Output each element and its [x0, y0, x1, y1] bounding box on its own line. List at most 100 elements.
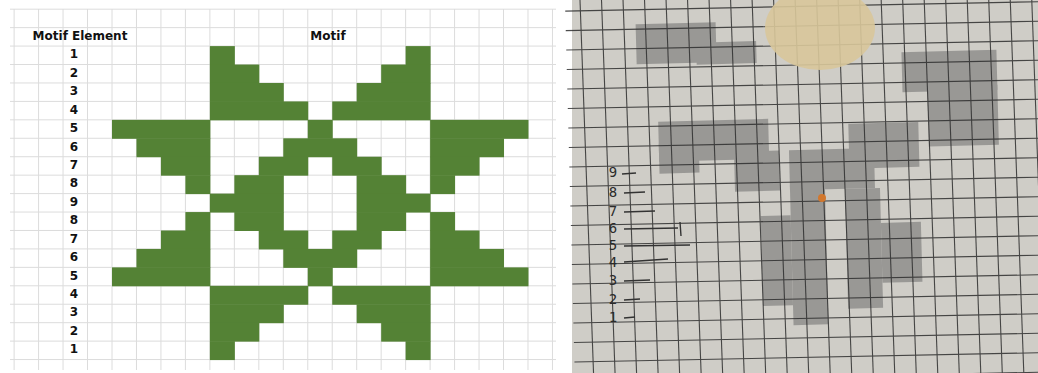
- motif-cell: [210, 83, 284, 102]
- row-number: 7: [70, 159, 78, 172]
- row-number: 8: [70, 178, 78, 191]
- grid-line: [687, 0, 701, 373]
- row-number: 2: [70, 325, 78, 338]
- motif-cell: [161, 157, 210, 176]
- motif-cell: [406, 46, 431, 65]
- grid-line: [572, 252, 1038, 267]
- grid-line: [988, 0, 1002, 373]
- row-number: 4: [70, 104, 78, 117]
- handwritten-number: 2: [609, 292, 617, 307]
- paper-grid: [565, 0, 1038, 373]
- motif-cell: [430, 249, 504, 268]
- grid-line: [479, 9, 480, 370]
- column-header: Motif Element: [33, 30, 128, 43]
- grid-line: [136, 9, 137, 370]
- motif-cell: [234, 212, 283, 231]
- photo: [565, 0, 1038, 373]
- handwritten-number: 3: [609, 273, 617, 288]
- grid-line: [644, 0, 658, 373]
- grid-line: [569, 135, 1038, 150]
- grid-line: [569, 155, 1038, 170]
- row-number: 4: [70, 288, 78, 301]
- row-number: 9: [70, 196, 78, 209]
- row-number: 6: [70, 141, 78, 154]
- motif-cell: [357, 194, 431, 213]
- motif-cell: [210, 286, 308, 305]
- motif-cell: [430, 138, 504, 157]
- grid-line: [967, 0, 981, 373]
- grid-line: [572, 272, 1038, 287]
- grid-line: [307, 9, 308, 370]
- motif-cell: [430, 120, 528, 139]
- motif-cell: [112, 120, 210, 139]
- motif-cell: [185, 212, 210, 231]
- motif-cell: [332, 231, 381, 250]
- motif-cell: [161, 231, 210, 250]
- row-number: 3: [70, 86, 78, 99]
- motif-cell: [430, 231, 479, 250]
- grid-line: [924, 0, 938, 373]
- grid-line: [571, 213, 1038, 228]
- row-number: 6: [70, 252, 78, 265]
- motif-cell: [210, 194, 284, 213]
- grid-line: [332, 9, 333, 370]
- grid-line: [574, 330, 1038, 345]
- motif-cell: [210, 46, 235, 65]
- grid-line: [709, 0, 723, 373]
- grid-line: [573, 311, 1038, 326]
- motif-cell: [112, 267, 210, 286]
- grid-line: [945, 0, 959, 373]
- motif-cell: [259, 157, 308, 176]
- motif-cell: [381, 323, 430, 342]
- handwritten-number: 7: [609, 204, 617, 219]
- row-number: 1: [70, 49, 78, 62]
- row-number: 7: [70, 233, 78, 246]
- grid-line: [567, 77, 1038, 92]
- tape: [765, 0, 875, 70]
- row-number: 8: [70, 215, 78, 228]
- grid-line: [571, 233, 1038, 248]
- motif-cell: [185, 175, 210, 194]
- motif-cell: [430, 212, 455, 231]
- handwritten-number: 5: [609, 238, 617, 253]
- handwritten-number: 4: [609, 255, 617, 270]
- column-header: Motif: [310, 30, 345, 43]
- grid-line: [160, 9, 161, 370]
- motif-cell: [234, 175, 283, 194]
- row-number: 2: [70, 67, 78, 80]
- handwritten-number: 8: [609, 185, 617, 200]
- motif-cell: [381, 65, 430, 84]
- motif-cell: [430, 267, 528, 286]
- grid-line: [503, 9, 504, 370]
- grid-line: [38, 9, 39, 370]
- handwritten-number: 1: [609, 310, 617, 325]
- grid-line: [902, 0, 916, 373]
- motif-cell: [357, 83, 431, 102]
- grid-line: [1010, 0, 1024, 373]
- motif-cell: [406, 341, 431, 360]
- grid-line: [730, 0, 744, 373]
- motif-cell: [210, 323, 259, 342]
- grid-line: [527, 9, 528, 370]
- motif-cell: [283, 138, 357, 157]
- dot: [818, 194, 826, 202]
- motif-cell: [332, 286, 430, 305]
- grid-line: [14, 9, 15, 370]
- row-number: 3: [70, 307, 78, 320]
- grid-line: [574, 350, 1038, 365]
- row-number: 5: [70, 270, 78, 283]
- motif-cell: [210, 65, 259, 84]
- motif-cell: [136, 249, 210, 268]
- grid-line: [573, 291, 1038, 306]
- grid-line: [752, 0, 766, 373]
- row-number: 1: [70, 344, 78, 357]
- motif-cell: [308, 267, 333, 286]
- motif-cell: [136, 138, 210, 157]
- handwritten-number: 9: [609, 165, 617, 180]
- motif-cell: [357, 304, 431, 323]
- motif-cell: [430, 175, 455, 194]
- tally-lines: [622, 173, 690, 318]
- grid-line: [112, 9, 113, 370]
